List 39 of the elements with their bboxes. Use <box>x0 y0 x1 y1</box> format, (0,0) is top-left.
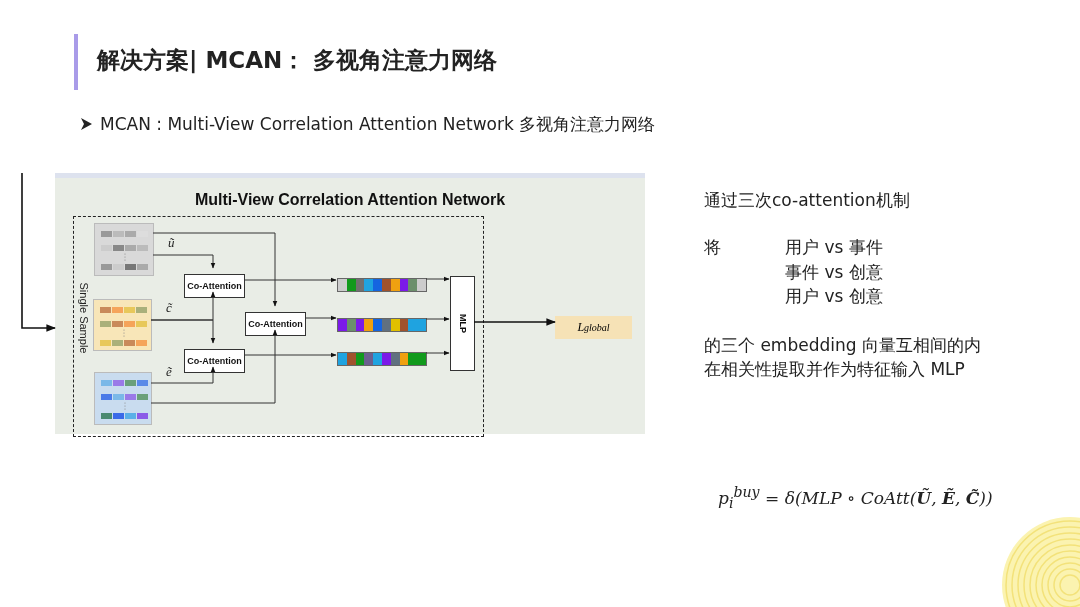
description-text: 通过三次co-attention机制 <box>704 189 910 212</box>
arrow <box>152 254 216 269</box>
arrow <box>425 276 450 282</box>
arrow <box>243 277 337 283</box>
comparison-text: 用户 vs 创意 <box>785 285 883 308</box>
embedding-matrix <box>93 299 152 351</box>
arrow <box>425 316 450 322</box>
figure-panel <box>55 173 645 434</box>
embedding-matrix <box>94 223 154 276</box>
bullet-text: MCAN : Multi-View Correlation Attention Network 多视角注意力网络 <box>100 113 656 136</box>
figure-title: Multi-View Correlation Attention Network <box>193 191 507 209</box>
edge-label: ẽ <box>165 365 173 379</box>
embedding-vector <box>337 352 427 366</box>
side-label: Single Sample <box>78 281 90 356</box>
comparison-text: 用户 vs 事件 <box>785 236 883 259</box>
arrow <box>243 352 337 358</box>
arrow <box>150 366 216 384</box>
arrow <box>152 232 278 307</box>
arrow <box>473 318 556 326</box>
embedding-vector <box>337 278 427 292</box>
comparison-text: 事件 vs 创意 <box>785 261 883 284</box>
edge-label: c̃ <box>165 301 173 315</box>
description-text: 将 <box>704 236 721 259</box>
arrow <box>21 172 56 332</box>
co-attention-box: Co-Attention <box>184 349 245 373</box>
arrow <box>150 329 278 404</box>
arrow <box>150 319 216 344</box>
co-attention-box: Co-Attention <box>184 274 245 298</box>
formula: p$_{i}$$^{buy}$ = δ(MLP ∘ CoAtt(Ũ, Ẽ, C̃)) <box>718 484 993 512</box>
mlp-box: MLP <box>450 276 475 371</box>
embedding-vector <box>337 318 427 332</box>
arrow <box>304 315 337 321</box>
co-attention-box: Co-Attention <box>245 312 306 336</box>
description-paragraph: 的三个 embedding 向量互相间的内在相关性提取并作为特征输入 MLP <box>704 334 982 381</box>
slide-title: 解决方案| MCAN： 多视角注意力网络 <box>97 46 498 76</box>
embedding-matrix <box>94 372 152 425</box>
edge-label: ũ <box>167 236 176 250</box>
dashed-frame <box>73 216 484 437</box>
arrow <box>425 350 450 356</box>
